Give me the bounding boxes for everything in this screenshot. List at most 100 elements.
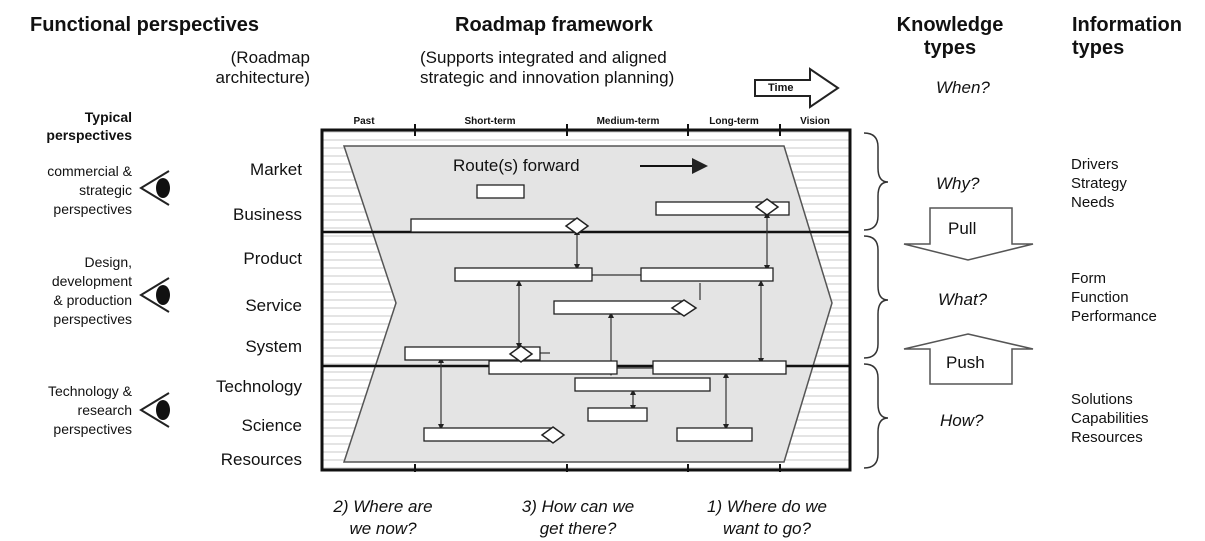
layer-business: Business: [233, 205, 302, 224]
roadmap-item: [454, 267, 593, 282]
roadmap-item: [655, 201, 790, 216]
question-line: 3) How can we: [521, 497, 635, 516]
milestone-diamond: [754, 198, 780, 216]
when-label: When?: [936, 78, 990, 97]
info-line: Needs: [1071, 194, 1115, 211]
perspective-line: perspectives: [53, 311, 132, 327]
heading-line: types: [1072, 37, 1125, 59]
perspective-line: Design,: [84, 254, 132, 270]
layer-system: System: [245, 337, 302, 356]
info-line: Performance: [1071, 308, 1157, 325]
information-types-heading: Information types: [1072, 14, 1182, 60]
info-line: Drivers: [1071, 156, 1119, 173]
heading-line: Knowledge: [896, 14, 1004, 36]
subtitle-line: strategic and innovation planning): [420, 68, 675, 87]
layer-product: Product: [243, 249, 302, 268]
roadmap-item: [488, 360, 618, 375]
layer-resources: Resources: [220, 450, 302, 469]
perspective-line: strategic: [79, 182, 132, 198]
info-types-drivers: Drivers Strategy Needs: [1071, 155, 1127, 212]
time-arrow-icon: [754, 67, 840, 109]
info-line: Solutions: [1071, 391, 1133, 408]
roadmap-item: [640, 267, 774, 282]
knowledge-how: How?: [940, 411, 984, 430]
technology-perspectives-label: Technology & research perspectives: [10, 382, 132, 439]
roadmap-item: [587, 407, 648, 422]
roadmap-item: [574, 377, 711, 392]
roadmap-item: [553, 300, 685, 315]
info-line: Function: [1071, 289, 1129, 306]
question-line: want to go?: [723, 519, 811, 539]
info-line: Capabilities: [1071, 410, 1149, 427]
route-forward-label: Route(s) forward: [453, 156, 580, 175]
heading-line: Typical: [84, 109, 132, 125]
knowledge-what: What?: [938, 290, 988, 309]
design-perspectives-label: Design, development & production perspec…: [10, 253, 132, 329]
perspective-line: research: [77, 402, 132, 418]
question-where-are-we: 2) Where are we now?: [318, 496, 448, 540]
timeline-medium-term: Medium-term: [596, 116, 660, 127]
perspective-line: Technology &: [47, 383, 132, 399]
heading-line: Information: [1072, 14, 1182, 36]
subtitle-line: (Supports integrated and aligned: [420, 48, 667, 67]
push-arrow-icon: [903, 333, 1034, 385]
eye-icon: [139, 392, 170, 428]
knowledge-types-heading: Knowledge types: [895, 14, 1005, 60]
question-line: get there?: [539, 519, 617, 539]
info-line: Strategy: [1071, 175, 1127, 192]
milestone-diamond: [540, 426, 566, 444]
layer-market: Market: [250, 160, 302, 179]
layer-labels: Market Business Product Service System T…: [150, 0, 302, 541]
question-line: we now?: [349, 519, 417, 539]
eye-icon: [139, 277, 170, 313]
functional-perspectives-heading: Functional perspectives: [30, 14, 259, 36]
subtitle-line: (Roadmap: [230, 48, 310, 67]
roadmap-item: [410, 218, 578, 233]
roadmap-item: [423, 427, 555, 442]
perspective-line: perspectives: [53, 421, 132, 437]
push-label: Push: [946, 353, 985, 372]
info-line: Form: [1071, 270, 1106, 287]
layer-science: Science: [241, 416, 302, 435]
brace-what: [863, 235, 889, 359]
roadmap-item: [676, 427, 753, 442]
typical-perspectives-heading: Typical perspectives: [40, 108, 132, 144]
layer-service: Service: [245, 296, 302, 315]
roadmap-item: [652, 360, 787, 375]
functional-perspectives-subtitle: (Roadmap architecture): [180, 48, 310, 88]
perspective-line: development: [51, 273, 132, 289]
question-line: 2) Where are: [333, 497, 433, 516]
layer-technology: Technology: [215, 377, 302, 396]
timeline-vision: Vision: [800, 116, 830, 127]
milestone-diamond: [564, 217, 590, 235]
subtitle-line: architecture): [215, 68, 310, 87]
roadmap-item: [476, 184, 525, 199]
perspective-line: & production: [53, 292, 132, 308]
brace-why: [863, 132, 889, 231]
perspective-line: perspectives: [53, 201, 132, 217]
heading-line: types: [923, 37, 977, 59]
info-types-form: Form Function Performance: [1071, 269, 1157, 326]
brace-how: [863, 363, 889, 469]
roadmap-item: [404, 346, 541, 361]
roadmap-framework-heading: Roadmap framework: [455, 14, 653, 36]
time-arrow-label: Time: [768, 82, 794, 94]
question-where-go: 1) Where do we want to go?: [692, 496, 842, 540]
roadmap-framework-subtitle: (Supports integrated and aligned strateg…: [420, 48, 674, 88]
eye-icon: [139, 170, 170, 206]
pull-label: Pull: [948, 219, 977, 238]
timeline-long-term: Long-term: [709, 116, 759, 127]
timeline-short-term: Short-term: [464, 116, 516, 127]
milestone-diamond: [670, 299, 698, 317]
question-line: 1) Where do we: [707, 497, 827, 516]
question-how-get-there: 3) How can we get there?: [508, 496, 648, 540]
pull-arrow-icon: [903, 207, 1034, 261]
commercial-perspectives-label: commercial & strategic perspectives: [10, 162, 132, 219]
milestone-diamond: [508, 345, 534, 363]
knowledge-why: Why?: [936, 174, 980, 193]
info-types-solutions: Solutions Capabilities Resources: [1071, 390, 1149, 447]
perspective-line: commercial &: [47, 163, 132, 179]
timeline-past: Past: [353, 116, 375, 127]
info-line: Resources: [1071, 429, 1143, 446]
